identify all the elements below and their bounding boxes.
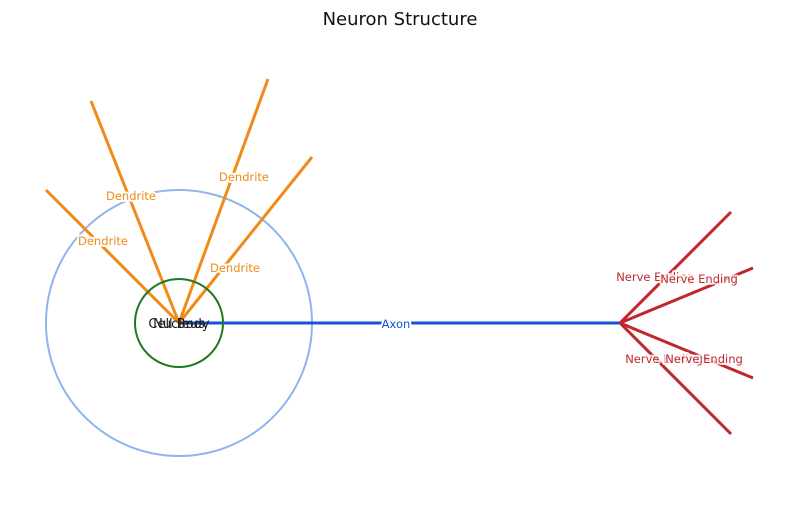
cell-body-label: Cell Body	[148, 317, 210, 332]
nerve-ending-label-4: Nerve Ending	[665, 352, 743, 366]
nerve-ending-label-2: Nerve Ending	[660, 272, 738, 286]
dendrite-1	[44, 188, 181, 325]
nerve-ending-label-3: Nerve Ending	[625, 352, 703, 366]
dendrite-label-2: Dendrite	[106, 189, 156, 203]
nerve-ending-1	[618, 210, 733, 325]
nucleus-label: Nucleus	[153, 317, 205, 332]
nerve-ending-3	[619, 321, 754, 380]
dendrite-label-4: Dendrite	[210, 261, 260, 275]
axon-label: Axon	[382, 317, 411, 331]
dendrite-4	[177, 156, 314, 324]
dendrites	[44, 78, 314, 325]
nucleus-circle	[134, 278, 224, 368]
diagram-title: Neuron Structure	[323, 9, 478, 30]
dendrite-3	[177, 78, 270, 324]
nerve-endings	[618, 210, 754, 436]
dendrite-label-3: Dendrite	[219, 170, 269, 184]
dendrite-2	[89, 100, 181, 324]
nerve-ending-label-1: Nerve Ending	[616, 270, 694, 284]
dendrite-label-1: Dendrite	[78, 234, 128, 248]
nerve-ending-2	[619, 266, 754, 325]
nerve-ending-4	[618, 321, 733, 436]
